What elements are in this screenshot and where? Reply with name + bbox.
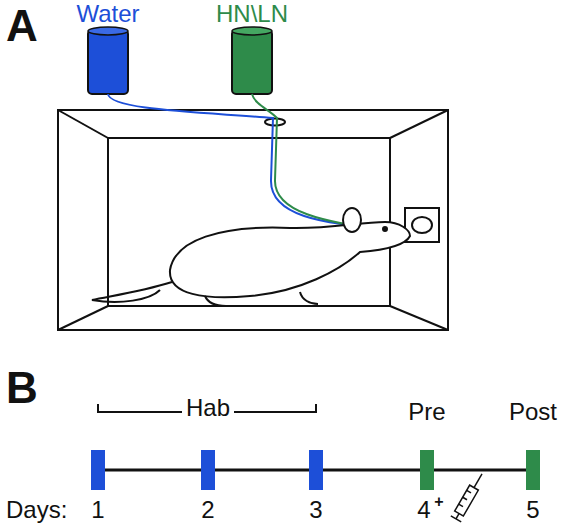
rat-figure (92, 208, 410, 306)
injection-mark: + (434, 494, 443, 510)
chamber-box (58, 110, 448, 330)
day-number: 5 (526, 498, 539, 522)
syringe-icon (451, 471, 487, 522)
phase-label: Post (509, 400, 557, 424)
day-number: 2 (201, 498, 214, 522)
panel-letter: A (6, 4, 38, 48)
axis-label: Days: (6, 498, 67, 522)
bottle-label: Water (76, 2, 139, 26)
tubing (108, 94, 394, 232)
timeline (91, 404, 540, 490)
day-number: 1 (91, 498, 104, 522)
water-bottle (88, 27, 128, 94)
phase-label: Hab (182, 396, 234, 420)
panel-letter: B (6, 366, 38, 410)
nutrient-bottle (232, 27, 272, 94)
phase-label: Pre (408, 400, 445, 424)
day-number: 4 (417, 498, 430, 522)
bottle-label: HN\LN (216, 2, 288, 26)
day-number: 3 (309, 498, 322, 522)
